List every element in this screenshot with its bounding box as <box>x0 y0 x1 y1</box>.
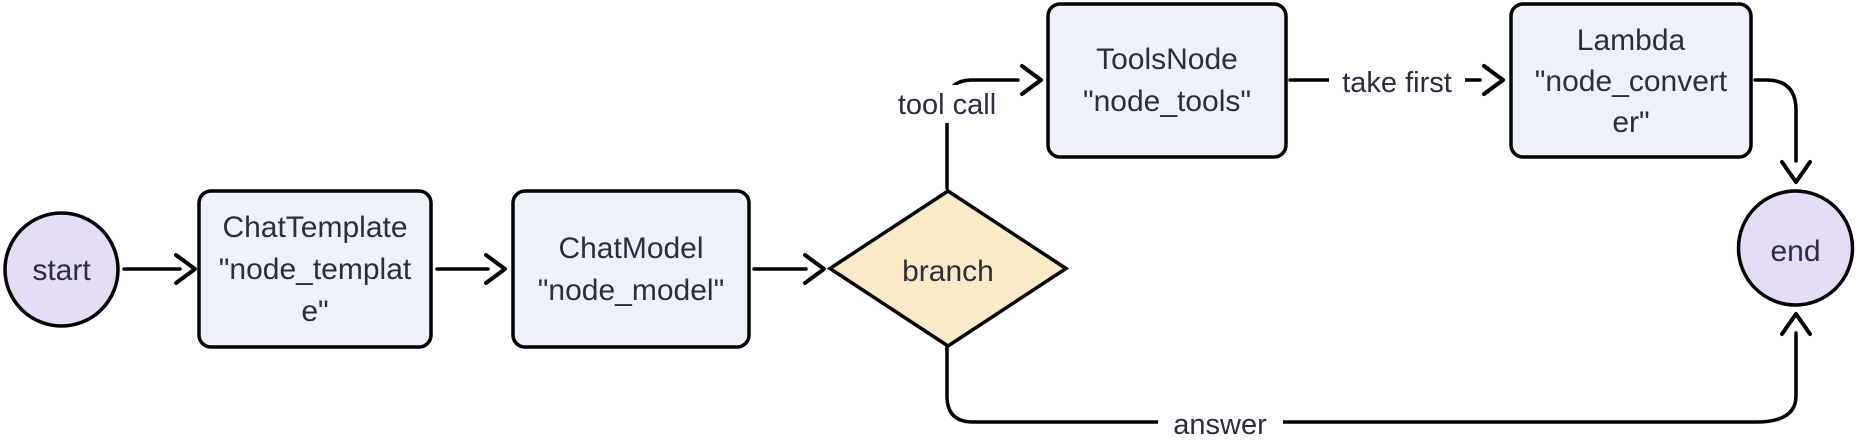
node-start-label: start <box>32 254 91 287</box>
arrowhead-branch-to-end <box>1780 312 1812 336</box>
node-tools-shape <box>1046 2 1288 159</box>
arrowhead-tools-to-lambda <box>1482 64 1505 96</box>
node-chat-template-label-line2: "node_templat <box>219 253 412 286</box>
edge-label-take-first: take first <box>1342 67 1452 99</box>
edge-label-tool-call: tool call <box>898 89 996 121</box>
arrowhead-template-to-model <box>484 253 507 285</box>
node-chat-template-label-line3: e" <box>301 295 328 328</box>
node-lambda-converter-label-line1: Lambda <box>1577 24 1686 57</box>
node-lambda-converter-shape <box>1509 2 1753 159</box>
edge-labels: tool call take first answer <box>884 62 1465 440</box>
node-end: end <box>1736 189 1855 307</box>
node-chat-model-label-line2: "node_model" <box>538 274 724 307</box>
edge-label-answer: answer <box>1173 409 1267 440</box>
node-chat-model-label-line1: ChatModel <box>558 232 703 265</box>
arrowhead-branch-to-tools <box>1020 64 1043 96</box>
node-lambda-converter: Lambda "node_convert er" <box>1509 2 1753 159</box>
edge-label-bg-take-first <box>1329 62 1465 100</box>
node-branch-shape <box>826 188 1070 349</box>
node-lambda-converter-label-line3: er" <box>1612 106 1649 139</box>
edge-branch-to-end <box>945 331 1798 424</box>
node-chat-model: ChatModel "node_model" <box>511 189 751 349</box>
node-tools-label-line1: ToolsNode <box>1096 43 1238 76</box>
node-end-shape <box>1736 189 1855 307</box>
node-start-shape <box>3 211 120 328</box>
node-branch: branch <box>826 188 1070 349</box>
edge-lambda-to-end <box>1753 78 1798 163</box>
node-chat-template-shape <box>197 189 433 349</box>
node-lambda-converter-label-line2: "node_convert <box>1535 65 1728 98</box>
node-chat-template-label-line1: ChatTemplate <box>222 211 407 244</box>
node-tools: ToolsNode "node_tools" <box>1046 2 1288 159</box>
edge-label-bg-tool-call <box>884 85 1014 123</box>
arrowhead-lambda-to-end <box>1780 160 1812 184</box>
arrowhead-start-to-template <box>174 253 197 285</box>
node-end-label: end <box>1770 235 1820 268</box>
arrowhead-model-to-branch <box>803 253 826 285</box>
node-chat-template: ChatTemplate "node_templat e" <box>197 189 433 349</box>
edge-label-bg-answer <box>1158 405 1283 440</box>
node-branch-label: branch <box>902 255 994 288</box>
node-tools-label-line2: "node_tools" <box>1083 85 1251 118</box>
node-start: start <box>3 211 120 328</box>
node-chat-model-shape <box>511 189 751 349</box>
